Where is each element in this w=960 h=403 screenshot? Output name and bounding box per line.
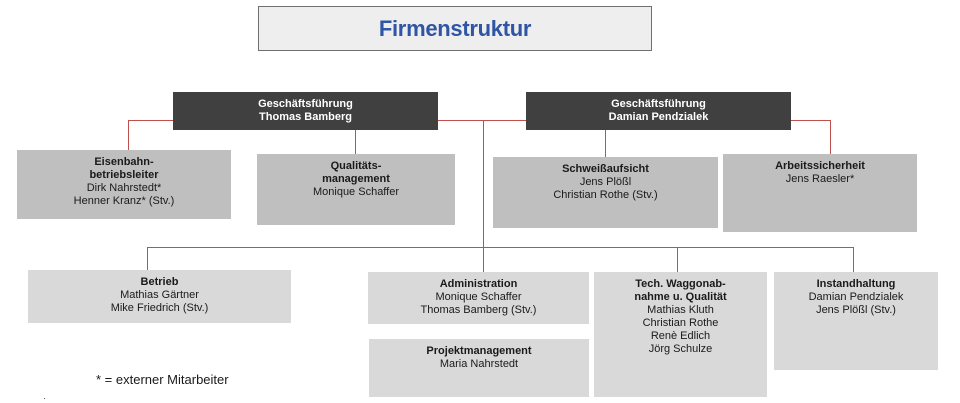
connector-betrieb-vertical — [147, 247, 148, 270]
unit-title: Arbeitssicherheit — [775, 160, 865, 172]
stray-dot — [44, 398, 45, 399]
chart-title: Firmenstruktur — [378, 15, 532, 41]
subunit-title: Projektmanagement — [426, 345, 532, 357]
department-administration: Administration Monique Schaffer Thomas B… — [368, 272, 589, 324]
department-person: Christian Rothe — [642, 317, 719, 329]
department-person: Thomas Bamberg (Stv.) — [420, 304, 537, 316]
unit-person: Jens Raesler* — [785, 173, 855, 185]
department-title: Administration — [439, 278, 518, 290]
connector-eisenbahn-vertical — [128, 120, 129, 150]
management-role: Geschäftsführung — [258, 98, 353, 110]
management-role: Geschäftsführung — [611, 98, 706, 110]
connector-main-trunk — [483, 120, 484, 272]
subunit-projektmanagement: Projektmanagement Maria Nahrstedt — [369, 339, 589, 397]
connector-arbeitssicherheit-vertical — [830, 120, 831, 154]
department-person: Jens Plößl (Stv.) — [816, 304, 896, 316]
chart-title-box: Firmenstruktur — [258, 6, 652, 51]
unit-qualitaetsmanagement: Qualitäts- management Monique Schaffer — [257, 154, 455, 225]
department-title: nahme u. Qualität — [634, 291, 727, 303]
unit-eisenbahnbetriebsleiter: Eisenbahn- betriebsleiter Dirk Nahrstedt… — [17, 150, 231, 219]
connector-departments-horizontal — [147, 247, 853, 248]
unit-title: betriebsleiter — [89, 169, 159, 181]
unit-title: Schweißaufsicht — [562, 163, 649, 175]
department-person: Mike Friedrich (Stv.) — [110, 302, 209, 314]
department-title: Tech. Waggonab- — [635, 278, 726, 290]
connector-instandhaltung-vertical — [853, 247, 854, 272]
management-box-pendzialek: Geschäftsführung Damian Pendzialek — [526, 92, 791, 130]
department-person: Damian Pendzialek — [808, 291, 904, 303]
department-person: Mathias Kluth — [647, 304, 714, 316]
unit-arbeitssicherheit: Arbeitssicherheit Jens Raesler* — [723, 154, 917, 232]
connector-management-horizontal — [128, 120, 830, 121]
unit-title: Qualitäts- — [330, 160, 382, 172]
unit-title: management — [322, 173, 390, 185]
department-person: Monique Schaffer — [435, 291, 522, 303]
unit-person: Jens Plößl — [579, 176, 632, 188]
unit-person: Monique Schaffer — [312, 186, 400, 198]
footnote-external-staff: * = externer Mitarbeiter — [96, 372, 229, 387]
unit-title: Eisenbahn- — [94, 156, 154, 168]
department-title: Instandhaltung — [816, 278, 896, 290]
department-person: Renè Edlich — [650, 330, 711, 342]
management-box-bamberg: Geschäftsführung Thomas Bamberg — [173, 92, 438, 130]
unit-person: Henner Kranz* (Stv.) — [73, 195, 175, 207]
department-title: Betrieb — [140, 276, 179, 288]
department-tech-waggonabnahme: Tech. Waggonab- nahme u. Qualität Mathia… — [594, 272, 767, 397]
department-betrieb: Betrieb Mathias Gärtner Mike Friedrich (… — [28, 270, 291, 323]
connector-qualitaet-vertical — [355, 120, 356, 154]
connector-tech-vertical — [677, 247, 678, 272]
unit-schweissaufsicht: Schweißaufsicht Jens Plößl Christian Rot… — [493, 157, 718, 228]
unit-person: Dirk Nahrstedt* — [86, 182, 162, 194]
subunit-person: Maria Nahrstedt — [439, 358, 519, 370]
department-person: Jörg Schulze — [648, 343, 713, 355]
department-instandhaltung: Instandhaltung Damian Pendzialek Jens Pl… — [774, 272, 938, 370]
connector-schweiss-vertical — [605, 120, 606, 157]
management-name: Damian Pendzialek — [608, 111, 709, 123]
department-person: Mathias Gärtner — [120, 289, 199, 301]
management-name: Thomas Bamberg — [259, 111, 352, 123]
unit-person: Christian Rothe (Stv.) — [553, 189, 658, 201]
